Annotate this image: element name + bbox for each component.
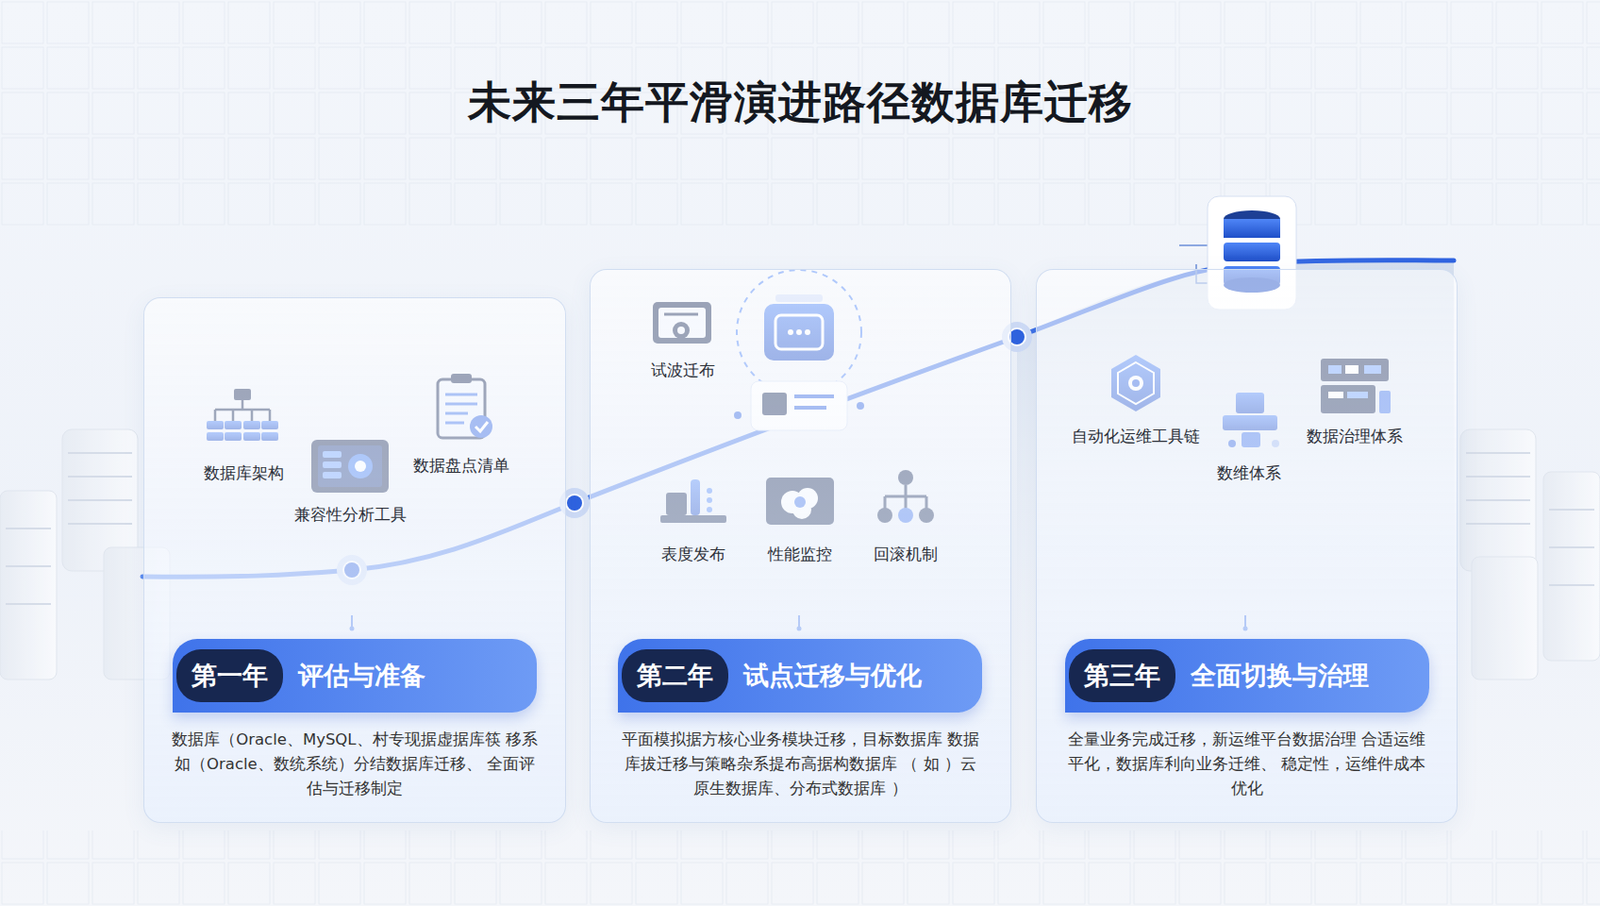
icon-label: 回滚机制: [873, 543, 938, 566]
year-pill: 第二年: [621, 649, 729, 702]
icon-label: 数据盘点清单: [413, 454, 510, 477]
stage-panel: 数据库（Oracle、MySQL、村专现据虚据库筷 移系如（Oracle、数统系…: [143, 297, 567, 823]
year-pill: 第三年: [1068, 649, 1176, 702]
stage-title: 全面切换与治理: [1190, 658, 1369, 693]
icon-label: 数维体系: [1216, 462, 1282, 484]
icon-label: 性能监控: [767, 543, 833, 566]
stage-banner: 第二年试点迁移与优化: [617, 638, 983, 713]
stage-title: 评估与准备: [298, 658, 426, 693]
stage-description: 数据库（Oracle、MySQL、村专现据虚据库筷 移系如（Oracle、数统系…: [170, 727, 539, 801]
stage-banner: 第三年全面切换与治理: [1065, 638, 1430, 713]
year-pill: 第一年: [176, 649, 284, 702]
stage-title: 试点迁移与优化: [743, 658, 922, 693]
icon-label: 表度发布: [661, 543, 726, 566]
stage-description: 平面模拟据方核心业务模块迁移，目标数据库 数据库拔迁移与策略杂系提布高据构数据库…: [616, 727, 984, 801]
icon-label: 数据治理体系: [1306, 425, 1403, 448]
icon-label: 数据库架构: [203, 462, 284, 484]
stage-description: 全量业务完成迁移，新运维平台数据治理 合适运维平化，数据库利向业务迁维、 稳定性…: [1063, 727, 1431, 801]
icon-label: 兼容性分析工具: [294, 503, 407, 526]
icon-label: 自动化运维工具链: [1071, 425, 1200, 448]
title: 未来三年平滑演进路径数据库迁移: [0, 73, 1600, 133]
stage-panel: 全量业务完成迁移，新运维平台数据治理 合适运维平化，数据库利向业务迁维、 稳定性…: [1035, 268, 1458, 823]
stage-banner: 第一年评估与准备: [172, 638, 537, 713]
icon-label: 试波迁布: [650, 359, 716, 382]
